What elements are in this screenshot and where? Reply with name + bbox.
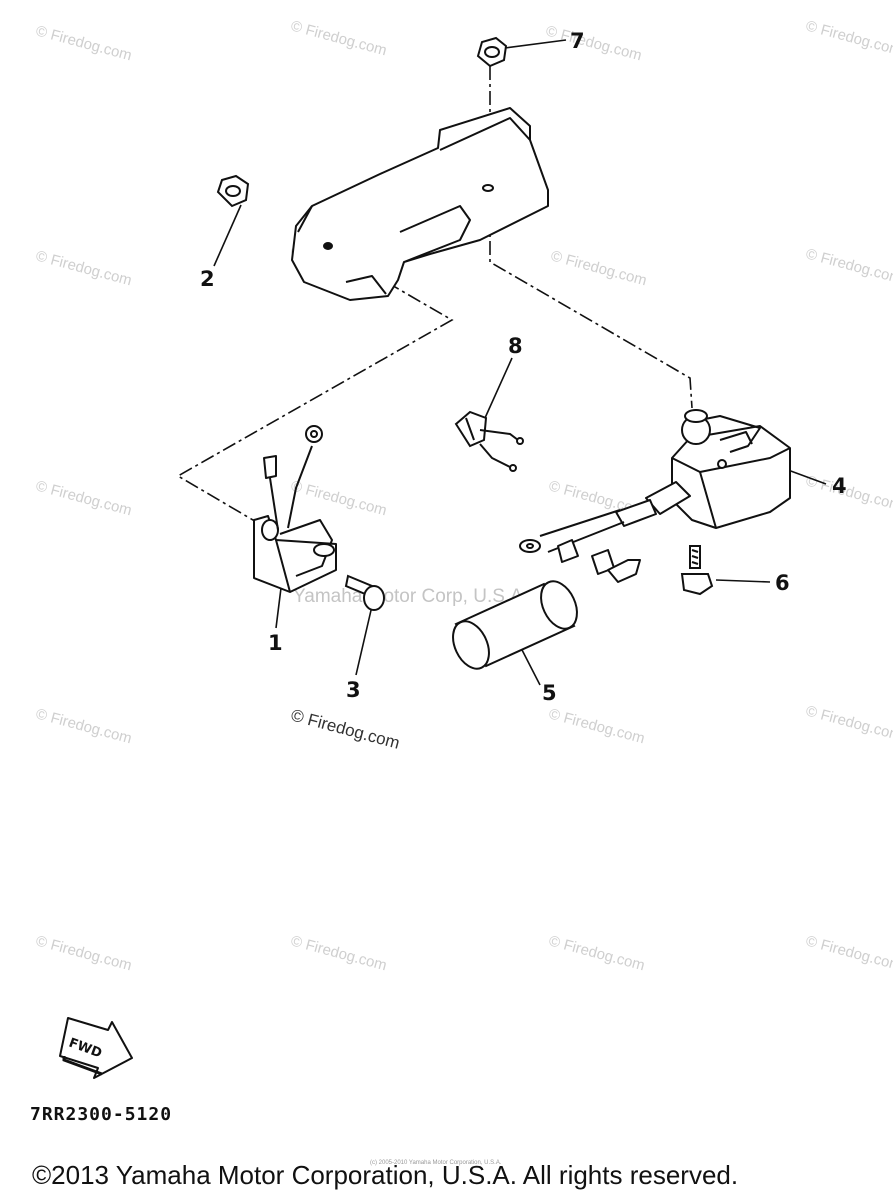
watermark: © Firedog.com [804, 472, 893, 514]
watermark: © Firedog.com [549, 247, 649, 289]
watermark: © Firedog.com [804, 932, 893, 974]
callout-3: 3 [346, 678, 361, 702]
rubber-cap-icon [452, 580, 578, 670]
yamaha-watermark: Yamaha Motor Corp, U.S.A. [293, 586, 528, 607]
watermark: © Firedog.com [34, 22, 134, 64]
watermark: © Firedog.com [34, 705, 134, 747]
plug-cap-assembly-icon [253, 425, 337, 593]
alignment-lines [176, 66, 693, 531]
tiny-copyright: (c) 2005-2010 Yamaha Motor Corporation, … [370, 1160, 502, 1166]
flange-nut-left-icon [216, 174, 250, 208]
watermark-center: © Firedog.com [289, 706, 402, 753]
callout-1: 1 [268, 631, 283, 655]
watermark: © Firedog.com [804, 17, 893, 59]
watermark: © Firedog.com [289, 17, 389, 59]
watermark: © Firedog.com [34, 247, 134, 289]
ignition-coil-icon [519, 409, 791, 583]
callout-7: 7 [570, 29, 585, 53]
diagram-part-number: 7RR2300-5120 [30, 1104, 173, 1125]
clamp-icon [454, 410, 524, 472]
callout-4: 4 [832, 474, 847, 498]
callout-5: 5 [542, 681, 557, 705]
watermark: © Firedog.com [547, 932, 647, 974]
bolt-icon [680, 545, 714, 596]
watermark: © Firedog.com [544, 22, 644, 64]
callout-6: 6 [775, 571, 790, 595]
watermark: © Firedog.com [804, 702, 893, 744]
watermark: © Firedog.com [804, 245, 893, 287]
watermark: © Firedog.com [34, 932, 134, 974]
watermark: © Firedog.com [289, 477, 389, 519]
callout-2: 2 [200, 267, 215, 291]
watermark: © Firedog.com [547, 705, 647, 747]
bracket-icon [291, 107, 549, 301]
flange-nut-top-icon [476, 36, 508, 68]
fwd-arrow-icon: FWD [59, 1017, 133, 1079]
callout-8: 8 [508, 334, 523, 358]
leader-lines [213, 39, 827, 686]
watermark: © Firedog.com [289, 932, 389, 974]
copyright-footer: ©2013 Yamaha Motor Corporation, U.S.A. A… [32, 1160, 739, 1190]
screw-icon [344, 574, 385, 611]
watermark: © Firedog.com [34, 477, 134, 519]
